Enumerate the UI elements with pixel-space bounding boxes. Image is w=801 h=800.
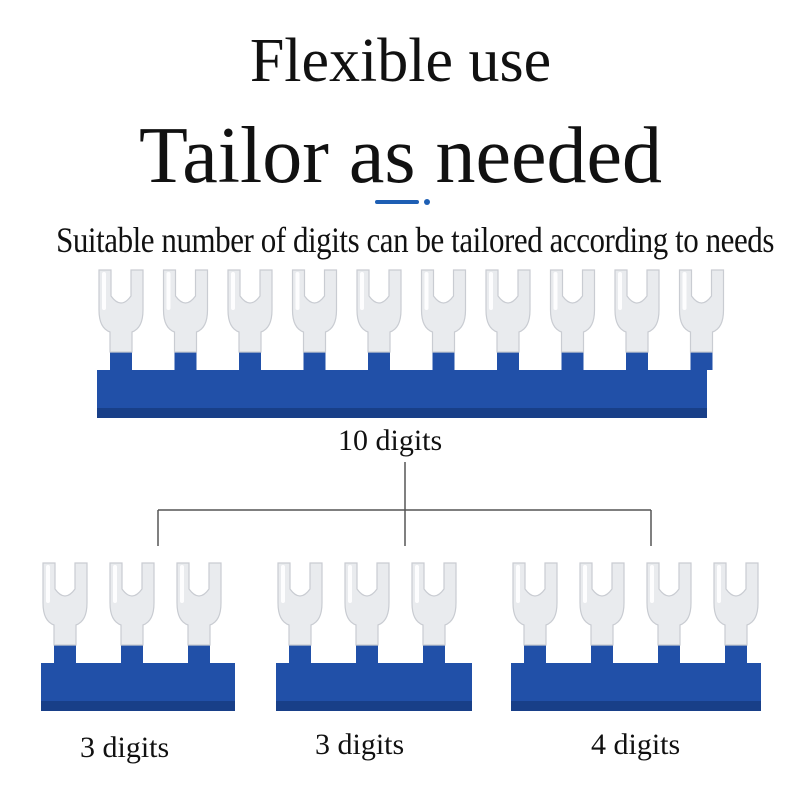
fork-terminal-icon (512, 562, 558, 646)
fork-terminal-icon (42, 562, 88, 646)
terminal-strip-graphic (41, 562, 235, 711)
fork-terminal-icon (277, 562, 323, 646)
fork-terminal-icon (227, 269, 273, 353)
fork-terminal-icon (291, 269, 338, 353)
terminal-bar (41, 643, 235, 711)
terminal-bar-shadow (97, 408, 707, 418)
fork-terminal-icon (678, 269, 725, 353)
fork-terminal-icon (646, 562, 692, 646)
fork-terminal-icon (485, 269, 531, 353)
fork-terminal-icon (579, 562, 625, 646)
terminal-strip-graphic (276, 562, 472, 711)
terminal-bar (97, 350, 713, 418)
terminal-strip-graphic (511, 562, 761, 711)
strip-label-part-2: 3 digits (315, 728, 405, 761)
fork-terminal-icon (98, 269, 144, 353)
fork-terminal-icon (162, 269, 209, 353)
page-subtitle: Suitable number of digits can be tailore… (56, 220, 774, 260)
terminal-strip-10 (97, 269, 725, 418)
title-accent-dot (424, 199, 430, 205)
terminal-strip-graphic (97, 269, 725, 418)
terminal-strip-part-1 (41, 562, 235, 711)
title-accent-bar (375, 200, 419, 204)
strip-label-10: 10 digits (338, 424, 443, 457)
fork-terminal-icon (411, 562, 457, 646)
fork-terminal-icon (420, 269, 467, 353)
fork-terminal-icon (614, 269, 660, 353)
terminal-strip-part-3 (511, 562, 761, 711)
fork-terminal-icon (176, 562, 222, 646)
page-title-line2: Tailor as needed (138, 112, 663, 200)
terminal-bar-shadow (276, 701, 472, 711)
terminal-strip-part-2 (276, 562, 472, 711)
fork-terminal-icon (344, 562, 390, 646)
page-title-line1: Flexible use (249, 27, 552, 95)
fork-terminal-icon (549, 269, 596, 353)
terminal-bar (511, 643, 761, 711)
fork-terminal-icon (356, 269, 402, 353)
terminal-bar (276, 643, 472, 711)
strip-label-part-3: 4 digits (591, 728, 681, 761)
terminal-bar-shadow (41, 701, 235, 711)
terminal-bar-shadow (511, 701, 761, 711)
fork-terminal-icon (713, 562, 759, 646)
fork-terminal-icon (109, 562, 155, 646)
strip-label-part-1: 3 digits (80, 731, 170, 764)
